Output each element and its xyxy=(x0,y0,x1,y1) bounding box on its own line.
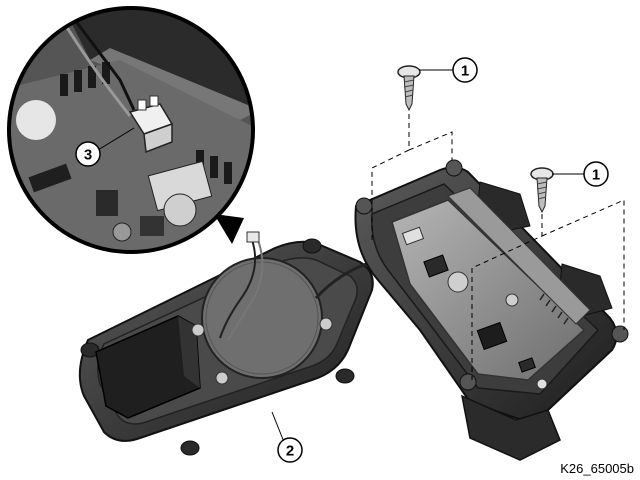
capacitor xyxy=(447,271,469,293)
housing-lid xyxy=(78,231,398,456)
chip xyxy=(476,321,508,351)
capacitor xyxy=(505,293,519,307)
lid-lug xyxy=(335,368,355,384)
screw-boss xyxy=(355,197,373,215)
capacitor xyxy=(536,378,548,390)
callout-1-right: 1 xyxy=(583,161,609,187)
screw-boss xyxy=(445,159,463,177)
svg-text:1: 1 xyxy=(461,63,469,80)
lid-lug xyxy=(302,238,322,254)
chip xyxy=(401,226,425,246)
screw-boss xyxy=(459,373,477,391)
callout-3: 3 xyxy=(75,141,101,167)
relay-component xyxy=(147,160,213,227)
svg-text:2: 2 xyxy=(286,443,294,460)
wire-connector xyxy=(246,231,260,243)
lid-lug xyxy=(180,440,200,456)
svg-text:1: 1 xyxy=(592,167,600,184)
daughter-board xyxy=(447,187,591,325)
figure-reference-code: K26_65005b xyxy=(560,461,634,476)
circuit-board xyxy=(391,199,586,381)
pin-header xyxy=(539,293,569,325)
chip xyxy=(423,254,449,278)
lid-screw xyxy=(191,323,205,337)
lid-wire xyxy=(219,239,257,339)
lid-screw xyxy=(215,371,229,385)
callout-1-top: 1 xyxy=(452,57,478,83)
housing-base xyxy=(354,159,629,461)
plug-connector xyxy=(128,95,174,154)
detail-magnifier xyxy=(7,6,255,254)
chip xyxy=(518,357,536,373)
alignment-lines xyxy=(371,114,625,380)
screw-right xyxy=(530,167,554,214)
svg-text:3: 3 xyxy=(84,147,92,164)
callout-2: 2 xyxy=(277,437,303,463)
lid-screw xyxy=(319,317,333,331)
screw-boss xyxy=(611,325,629,343)
callout-leaders xyxy=(97,69,584,443)
screw-top xyxy=(397,65,421,112)
